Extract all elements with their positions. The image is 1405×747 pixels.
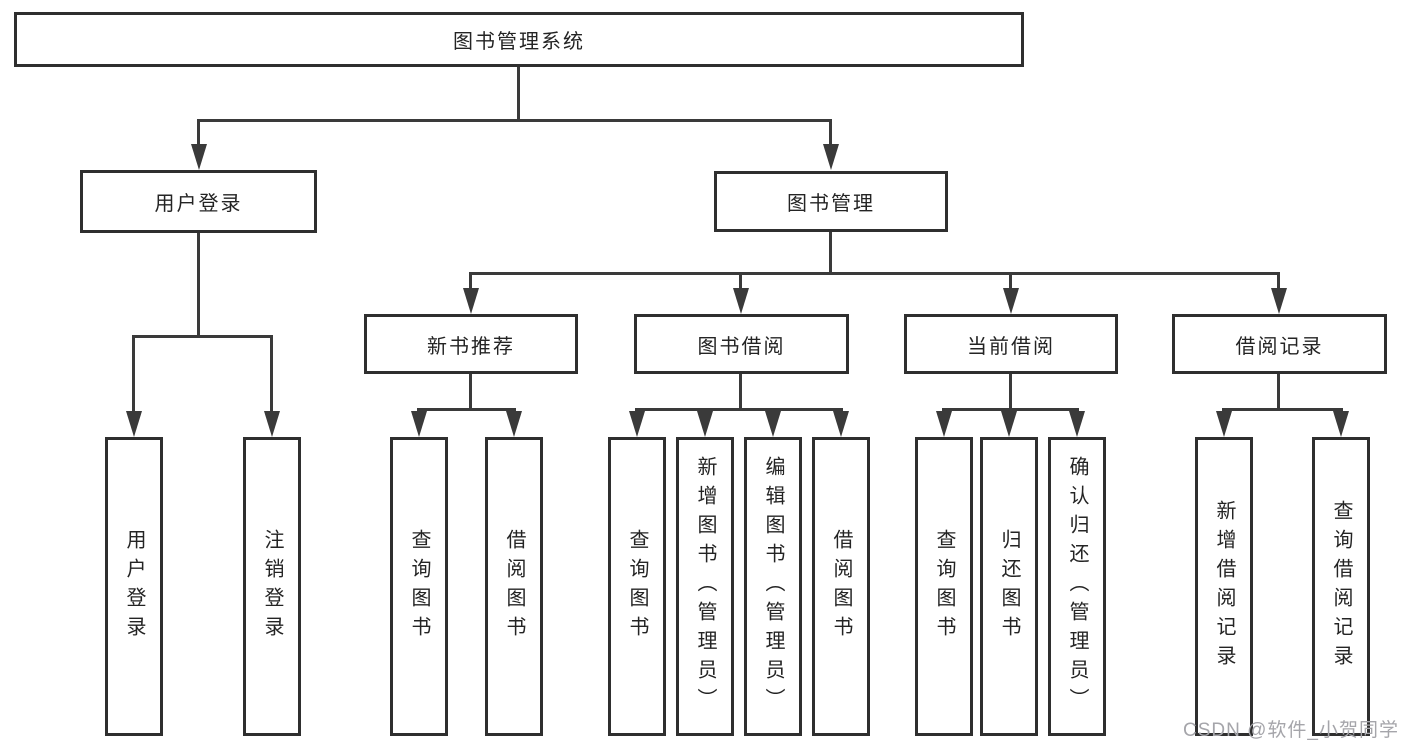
arrow-down-icon bbox=[506, 411, 522, 437]
leaf-label: 查询图书 bbox=[626, 528, 648, 645]
connector-new-book-stem bbox=[469, 374, 472, 411]
arrow-down-icon bbox=[1216, 411, 1232, 437]
leaf-borrow-books: 借阅图书 bbox=[812, 437, 870, 736]
node-label: 用户登录 bbox=[154, 193, 243, 215]
csdn-watermark: CSDN @软件_小贺同学 bbox=[1183, 720, 1399, 741]
arrow-down-icon bbox=[1069, 411, 1085, 437]
leaf-add-borrow-record: 新增借阅记录 bbox=[1195, 437, 1253, 736]
leaf-label: 归还图书 bbox=[998, 528, 1020, 645]
connector-user-login-rail bbox=[132, 335, 273, 338]
leaf-logout-login: 注销登录 bbox=[243, 437, 301, 736]
arrow-down-icon bbox=[1333, 411, 1349, 437]
leaf-query-books-current: 查询图书 bbox=[915, 437, 973, 736]
arrow-down-icon bbox=[126, 411, 142, 437]
leaf-query-borrow-record: 查询借阅记录 bbox=[1312, 437, 1370, 736]
connector-drop-leaf-user-login bbox=[132, 335, 135, 413]
node-new-book-recommend: 新书推荐 bbox=[364, 314, 578, 374]
node-label: 新书推荐 bbox=[427, 335, 515, 358]
leaf-label: 借阅图书 bbox=[830, 528, 852, 645]
node-label: 当前借阅 bbox=[967, 335, 1055, 358]
arrow-down-icon bbox=[1271, 288, 1287, 314]
node-user-login: 用户登录 bbox=[80, 170, 317, 233]
leaf-label: 查询图书 bbox=[408, 528, 430, 645]
arrow-down-icon bbox=[823, 144, 839, 170]
leaf-label: 用户登录 bbox=[123, 528, 145, 645]
leaf-label: 确认归还（管理员） bbox=[1066, 456, 1088, 717]
arrow-down-icon bbox=[733, 288, 749, 314]
arrow-down-icon bbox=[833, 411, 849, 437]
leaf-label: 注销登录 bbox=[261, 528, 283, 645]
connector-drop-new-book bbox=[469, 272, 472, 290]
connector-user-login-stem bbox=[197, 233, 200, 337]
node-borrow-records: 借阅记录 bbox=[1172, 314, 1387, 374]
leaf-edit-books-admin: 编辑图书（管理员） bbox=[744, 437, 802, 736]
connector-book-borrow-stem bbox=[739, 374, 742, 411]
leaf-label: 编辑图书（管理员） bbox=[762, 456, 784, 717]
leaf-label: 新增借阅记录 bbox=[1213, 499, 1235, 674]
connector-drop-book-borrow bbox=[739, 272, 742, 290]
connector-book-management-stem bbox=[829, 232, 832, 274]
connector-current-borrow-rail bbox=[942, 408, 1079, 411]
connector-level3-rail bbox=[469, 272, 1280, 275]
leaf-return-books: 归还图书 bbox=[980, 437, 1038, 736]
leaf-label: 查询图书 bbox=[933, 528, 955, 645]
connector-book-borrow-rail bbox=[635, 408, 843, 411]
node-current-borrow: 当前借阅 bbox=[904, 314, 1118, 374]
connector-drop-book-management bbox=[829, 119, 832, 146]
connector-drop-current-borrow bbox=[1009, 272, 1012, 290]
arrow-down-icon bbox=[697, 411, 713, 437]
node-book-borrow: 图书借阅 bbox=[634, 314, 849, 374]
leaf-confirm-return-admin: 确认归还（管理员） bbox=[1048, 437, 1106, 736]
connector-drop-user-login bbox=[197, 119, 200, 146]
arrow-down-icon bbox=[629, 411, 645, 437]
connector-borrow-records-rail bbox=[1222, 408, 1343, 411]
connector-drop-leaf-logout bbox=[270, 335, 273, 413]
connector-current-borrow-stem bbox=[1009, 374, 1012, 411]
connector-root-stem bbox=[517, 66, 520, 121]
node-label: 图书借阅 bbox=[697, 335, 786, 358]
connector-level2-rail bbox=[197, 119, 832, 122]
arrow-down-icon bbox=[463, 288, 479, 314]
arrow-down-icon bbox=[264, 411, 280, 437]
arrow-down-icon bbox=[765, 411, 781, 437]
connector-drop-borrow-records bbox=[1277, 272, 1280, 290]
leaf-label: 新增图书（管理员） bbox=[694, 456, 716, 717]
leaf-query-books-recommend: 查询图书 bbox=[390, 437, 448, 736]
leaf-borrow-books-recommend: 借阅图书 bbox=[485, 437, 543, 736]
connector-borrow-records-stem bbox=[1277, 374, 1280, 411]
leaf-label: 查询借阅记录 bbox=[1330, 499, 1352, 674]
node-label: 图书管理系统 bbox=[453, 31, 585, 53]
leaf-query-books-borrow: 查询图书 bbox=[608, 437, 666, 736]
arrow-down-icon bbox=[411, 411, 427, 437]
node-book-management: 图书管理 bbox=[714, 171, 948, 232]
leaf-label: 借阅图书 bbox=[503, 528, 525, 645]
node-label: 图书管理 bbox=[787, 193, 875, 215]
arrow-down-icon bbox=[1003, 288, 1019, 314]
node-library-management-system: 图书管理系统 bbox=[14, 12, 1024, 67]
node-label: 借阅记录 bbox=[1235, 335, 1324, 358]
leaf-user-login: 用户登录 bbox=[105, 437, 163, 736]
leaf-add-books-admin: 新增图书（管理员） bbox=[676, 437, 734, 736]
arrow-down-icon bbox=[191, 144, 207, 170]
arrow-down-icon bbox=[1001, 411, 1017, 437]
connector-new-book-rail bbox=[417, 408, 516, 411]
arrow-down-icon bbox=[936, 411, 952, 437]
